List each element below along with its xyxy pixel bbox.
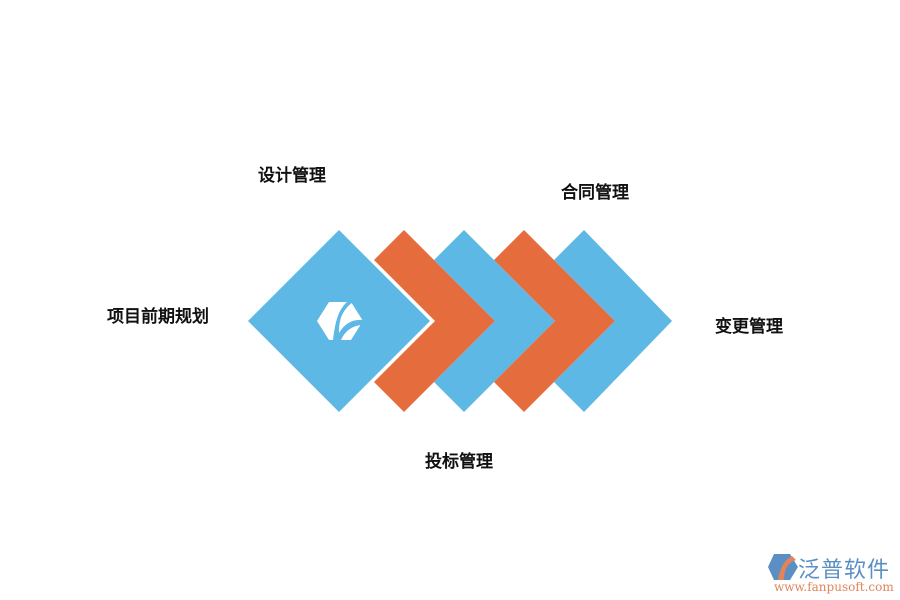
watermark-name: 泛普软件 bbox=[798, 558, 891, 583]
chevron-2 bbox=[434, 230, 555, 412]
fanpu-logo-icon bbox=[768, 554, 798, 580]
stage-label-design: 设计管理 bbox=[258, 166, 326, 186]
chevron-3 bbox=[494, 230, 615, 412]
logo-icon bbox=[317, 302, 363, 340]
stage-label-bidding: 投标管理 bbox=[425, 452, 493, 472]
watermark-url: www.fanpusoft.com bbox=[774, 580, 894, 594]
chevron-1 bbox=[374, 230, 495, 412]
stage-label-change: 变更管理 bbox=[715, 317, 783, 337]
chevron-4 bbox=[554, 230, 672, 412]
stage-label-planning: 项目前期规划 bbox=[107, 307, 209, 327]
stage-label-contract: 合同管理 bbox=[561, 183, 629, 203]
